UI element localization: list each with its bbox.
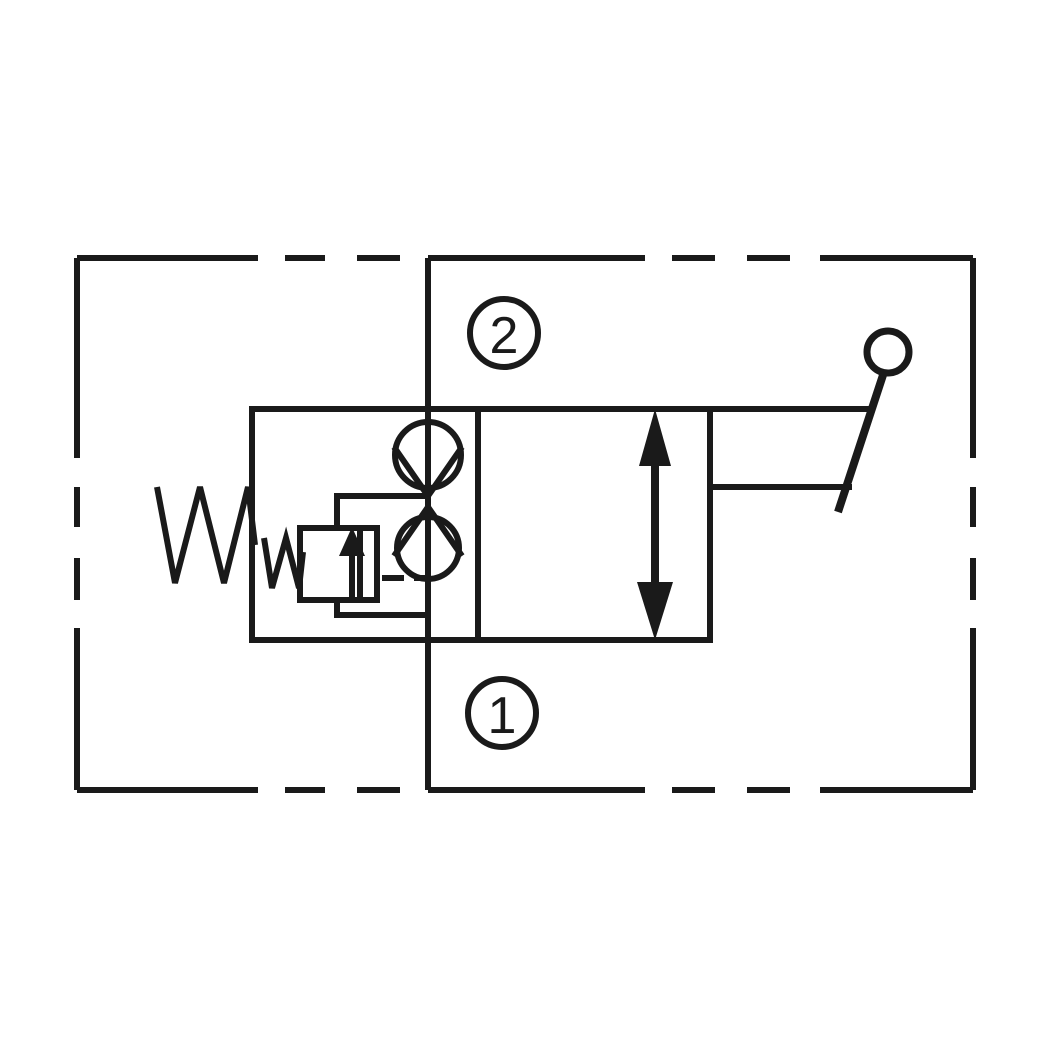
check-valve-lower-seat: [391, 501, 465, 558]
poppet-check-valve: [391, 419, 465, 582]
arrow-head-up: [639, 409, 671, 466]
valve-assembly-envelope: [74, 255, 976, 793]
check-valve-lower-ball-icon: [394, 514, 462, 582]
port-1-circle-icon: [465, 676, 539, 750]
port-label-1: 1: [465, 676, 539, 750]
relief-pilot-loop: [334, 493, 428, 618]
lever-knob-icon[interactable]: [863, 327, 913, 377]
relief-pilot-lower-path: [334, 600, 428, 618]
port-1-label: 1: [488, 687, 517, 745]
relief-valve-box: [297, 525, 380, 603]
relief-pilot-upper-path: [334, 493, 428, 528]
port-label-2: 2: [467, 296, 541, 370]
bidirectional-flow-arrow-icon: [637, 409, 673, 640]
lever-rod[interactable]: [834, 370, 888, 514]
check-valve-upper-ball-icon: [392, 419, 464, 491]
check-valve-upper-seat: [391, 445, 465, 502]
valve-body-box: [249, 406, 713, 643]
port-2-label: 2: [490, 307, 519, 365]
adjustment-spring-icon: [154, 486, 258, 584]
arrow-head-down: [637, 582, 673, 640]
pressure-relief-element: [297, 525, 380, 603]
manual-override-lever[interactable]: [710, 327, 913, 514]
port-2-circle-icon: [467, 296, 541, 370]
relief-flow-arrow-icon: [339, 527, 365, 600]
